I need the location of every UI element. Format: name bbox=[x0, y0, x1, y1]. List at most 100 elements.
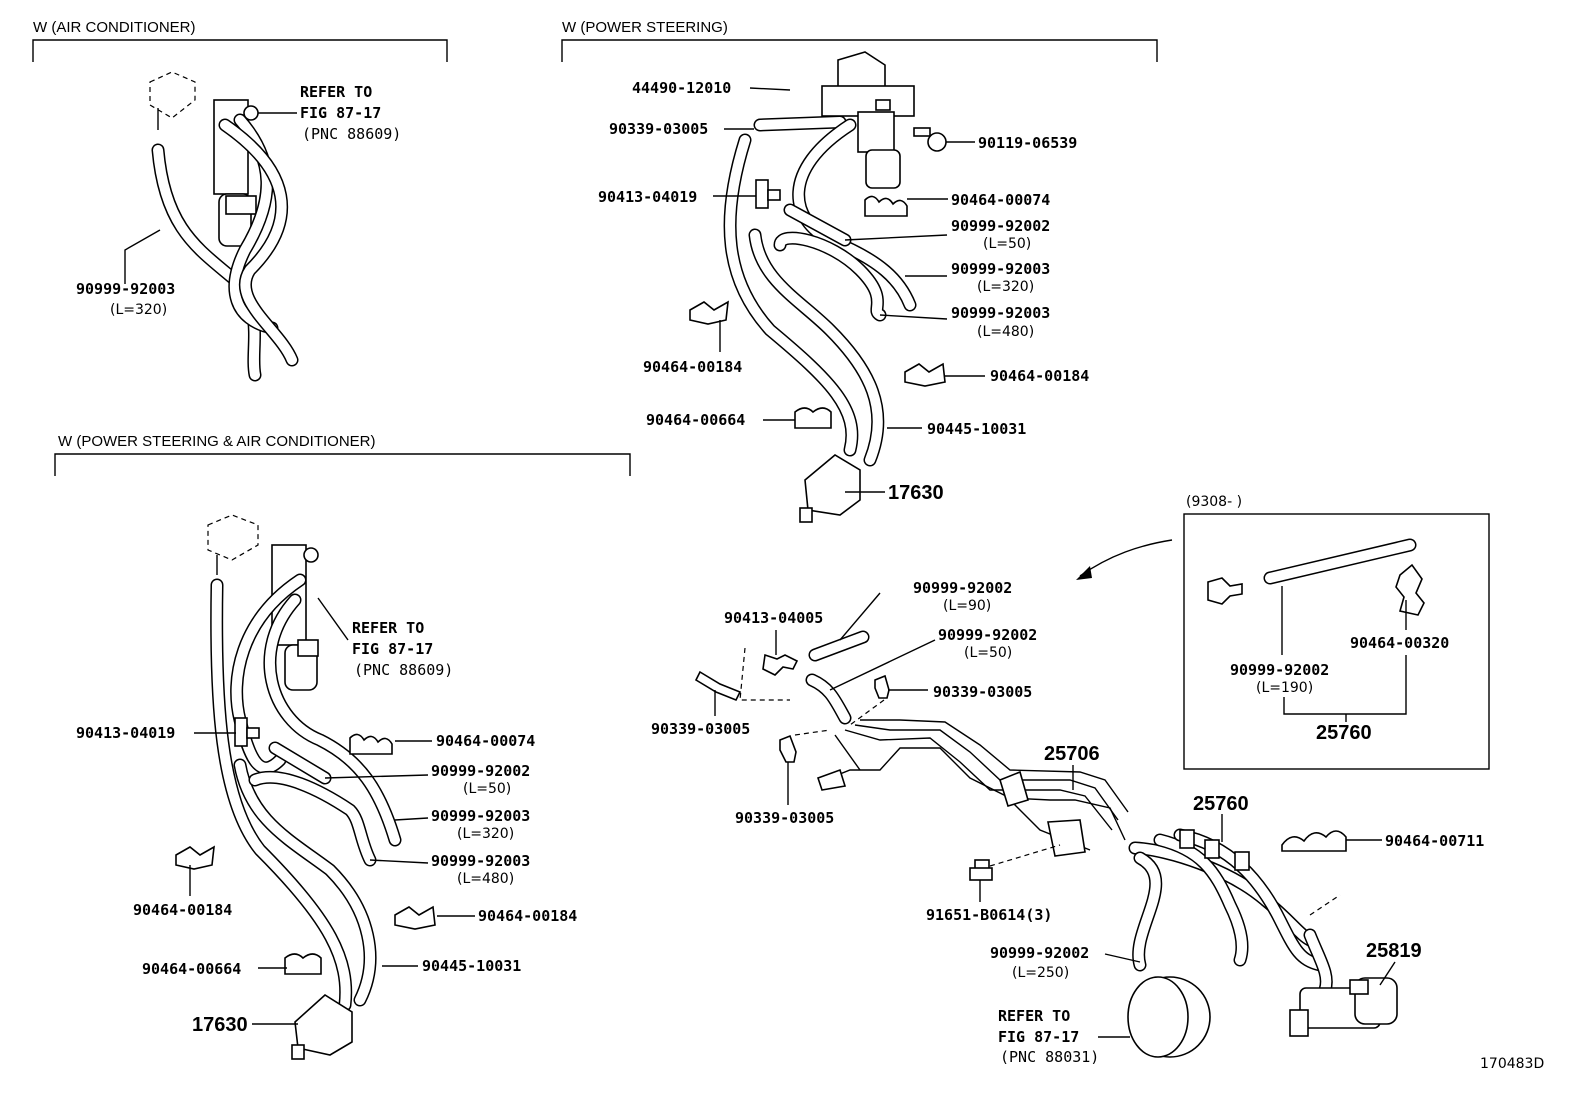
figure-id: 170483D bbox=[1480, 1056, 1544, 1072]
ps-part-5: 90464-00074 bbox=[951, 191, 1050, 209]
psac-part-4: 90999-92003 bbox=[431, 807, 530, 825]
inset-part-3: 25760 bbox=[1316, 722, 1372, 744]
vacuum-tank-88031 bbox=[1127, 976, 1211, 1058]
ps-part-12: 90445-10031 bbox=[927, 420, 1026, 438]
psac-part-3-length: (L=50) bbox=[463, 781, 511, 797]
dashed-connection-c bbox=[794, 729, 831, 736]
ps-part-6-length: (L=50) bbox=[983, 236, 1031, 252]
main-part-5: 90339-03005 bbox=[651, 720, 750, 738]
ac-refer-line3: (PNC 88609) bbox=[302, 125, 401, 143]
section-bracket-ac bbox=[32, 39, 448, 62]
pipe-assembly-25706 bbox=[816, 719, 1129, 857]
inset-connector bbox=[1207, 577, 1243, 605]
clamp-25760 bbox=[1179, 829, 1250, 871]
section-bracket-psac bbox=[54, 453, 631, 476]
section-air-conditioner: W (AIR CONDITIONER) REFER TO FIG 87-17 (… bbox=[32, 19, 448, 382]
inset-arrow-head bbox=[1076, 566, 1092, 580]
leader-psac-p5 bbox=[369, 859, 429, 864]
main-part-8: 25760 bbox=[1193, 793, 1249, 815]
ps-part-8-length: (L=480) bbox=[977, 324, 1034, 340]
ac-refer-line1: REFER TO bbox=[300, 83, 372, 101]
main-assembly: 90999-92002 (L=90) 90413-04005 90999-920… bbox=[651, 579, 1484, 1066]
ps-part-4: 90119-06539 bbox=[978, 134, 1077, 152]
main-part-10: 91651-B0614(3) bbox=[926, 906, 1052, 924]
main-part-3: 90999-92002 bbox=[938, 626, 1037, 644]
psac-part-4-length: (L=320) bbox=[457, 826, 514, 842]
ps-part-2: 90339-03005 bbox=[609, 120, 708, 138]
inset-clamp bbox=[1395, 563, 1425, 616]
hose-l50 bbox=[805, 673, 852, 725]
clamp-ps-00184-b bbox=[904, 362, 946, 387]
section-power-steering: W (POWER STEERING) bbox=[561, 19, 1158, 523]
clamp-ps-00664 bbox=[794, 407, 832, 429]
clamp-psac-00664 bbox=[284, 953, 322, 975]
section-title-ac: W (AIR CONDITIONER) bbox=[33, 19, 196, 36]
leader-main-p12 bbox=[1379, 961, 1396, 986]
clamp-90464-00711 bbox=[1281, 830, 1347, 852]
leader-main-p3 bbox=[829, 639, 936, 691]
psac-part-5: 90999-92003 bbox=[431, 852, 530, 870]
leader-ac-hose bbox=[124, 229, 161, 284]
section-title-psac: W (POWER STEERING & AIR CONDITIONER) bbox=[58, 433, 376, 450]
ps-part-7-length: (L=320) bbox=[977, 279, 1034, 295]
inset-arrow bbox=[1079, 539, 1173, 577]
fitting-90339-c bbox=[779, 734, 797, 763]
leader-psac-p3 bbox=[324, 774, 429, 779]
vacuum-hoses-ac bbox=[151, 113, 299, 382]
bolt-91651 bbox=[969, 859, 993, 881]
psac-part-2: 90464-00074 bbox=[436, 732, 535, 750]
tee-90413-04005 bbox=[762, 653, 799, 676]
section-power-steering-ac: W (POWER STEERING & AIR CONDITIONER) bbox=[54, 433, 631, 1060]
main-part-1: 90999-92002 bbox=[913, 579, 1012, 597]
tee-connector-ps bbox=[755, 179, 781, 209]
main-refer-line1: REFER TO bbox=[998, 1007, 1070, 1025]
vacuum-switch-17630-psac bbox=[291, 994, 353, 1060]
ps-part-13: 17630 bbox=[888, 482, 944, 504]
main-part-1-length: (L=90) bbox=[943, 598, 991, 614]
main-part-7: 25706 bbox=[1044, 743, 1100, 765]
main-part-9: 90464-00711 bbox=[1385, 832, 1484, 850]
main-refer-line3: (PNC 88031) bbox=[1000, 1048, 1099, 1066]
inset-frame bbox=[1183, 513, 1490, 770]
ps-part-10: 90464-00184 bbox=[990, 367, 1089, 385]
ac-refer-line2: FIG 87-17 bbox=[300, 104, 381, 122]
ps-part-8: 90999-92003 bbox=[951, 304, 1050, 322]
leader-main-p11 bbox=[1104, 953, 1141, 963]
ps-part-3: 90413-04019 bbox=[598, 188, 697, 206]
inset-title: (9308- ) bbox=[1186, 494, 1242, 510]
psac-part-9: 90445-10031 bbox=[422, 957, 521, 975]
psac-part-8: 90464-00664 bbox=[142, 960, 241, 978]
psac-part-6: 90464-00184 bbox=[133, 901, 232, 919]
clamp-ps-00074 bbox=[864, 195, 908, 217]
leader-ps-p8 bbox=[879, 314, 948, 320]
vacuum-hoses-ps bbox=[723, 115, 917, 467]
inset-part-1-length: (L=190) bbox=[1256, 680, 1313, 696]
ps-part-9: 90464-00184 bbox=[643, 358, 742, 376]
fitting-90339-a bbox=[694, 670, 742, 702]
section-bracket-ps bbox=[561, 39, 1158, 62]
inset-part-2: 90464-00320 bbox=[1350, 634, 1449, 652]
hose-l90 bbox=[808, 630, 870, 662]
psac-refer-line3: (PNC 88609) bbox=[354, 661, 453, 679]
main-part-4: 90339-03005 bbox=[933, 683, 1032, 701]
main-part-11-length: (L=250) bbox=[1012, 965, 1069, 981]
main-part-3-length: (L=50) bbox=[964, 645, 1012, 661]
psac-refer-line1: REFER TO bbox=[352, 619, 424, 637]
leader-main-p1 bbox=[839, 592, 881, 641]
leader-psac-p4 bbox=[394, 817, 429, 821]
clamp-psac-00074 bbox=[349, 733, 393, 755]
ps-part-11: 90464-00664 bbox=[646, 411, 745, 429]
main-part-11: 90999-92002 bbox=[990, 944, 1089, 962]
vacuum-switch-17630-ps bbox=[799, 454, 861, 523]
hose-l250 bbox=[1132, 851, 1163, 972]
vsv-valve-ac bbox=[149, 71, 259, 247]
inset-part-1: 90999-92002 bbox=[1230, 661, 1329, 679]
clamp-ps-00184-a bbox=[689, 300, 729, 325]
vsv-valve-ps bbox=[821, 51, 915, 189]
main-part-12: 25819 bbox=[1366, 940, 1422, 962]
ps-part-1: 44490-12010 bbox=[632, 79, 731, 97]
psac-part-5-length: (L=480) bbox=[457, 871, 514, 887]
inset-group-bracket bbox=[1283, 655, 1407, 715]
ps-part-6: 90999-92002 bbox=[951, 217, 1050, 235]
